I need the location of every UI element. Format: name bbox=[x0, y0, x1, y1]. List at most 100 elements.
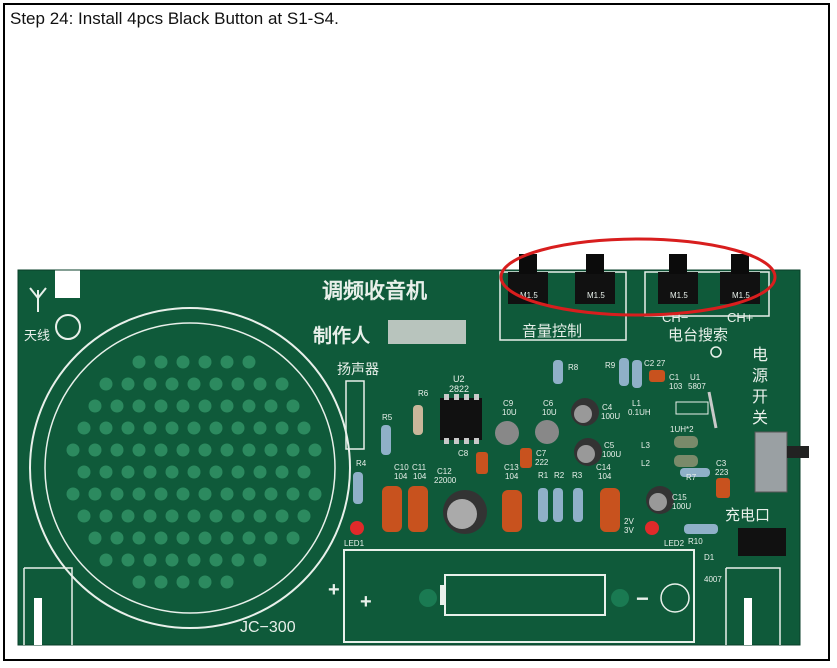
svg-text:104: 104 bbox=[394, 472, 408, 481]
speaker-hole bbox=[253, 465, 267, 479]
svg-text:22000: 22000 bbox=[434, 476, 457, 485]
svg-text:C14: C14 bbox=[596, 463, 611, 472]
speaker-hole bbox=[88, 399, 102, 413]
speaker-hole bbox=[88, 443, 102, 457]
speaker-hole bbox=[154, 399, 168, 413]
speaker-hole bbox=[66, 487, 80, 501]
svg-text:3V: 3V bbox=[624, 526, 634, 535]
speaker-hole bbox=[220, 487, 234, 501]
speaker-hole bbox=[286, 399, 300, 413]
speaker-hole bbox=[231, 465, 245, 479]
speaker-hole bbox=[220, 399, 234, 413]
svg-text:M1.5: M1.5 bbox=[670, 291, 688, 300]
speaker-hole bbox=[143, 509, 157, 523]
speaker-hole bbox=[264, 399, 278, 413]
svg-text:开: 开 bbox=[752, 387, 768, 406]
button-s3: M1.5 bbox=[658, 254, 698, 304]
speaker-hole bbox=[308, 487, 322, 501]
svg-text:源: 源 bbox=[752, 366, 768, 385]
speaker-hole bbox=[143, 553, 157, 567]
svg-text:1UH*2: 1UH*2 bbox=[670, 425, 694, 434]
speaker-hole bbox=[176, 443, 190, 457]
svg-text:R10: R10 bbox=[688, 537, 703, 546]
svg-text:2V: 2V bbox=[624, 517, 634, 526]
speaker-hole bbox=[132, 399, 146, 413]
button-s2: M1.5 bbox=[575, 254, 615, 304]
speaker-hole bbox=[187, 553, 201, 567]
speaker-hole bbox=[176, 531, 190, 545]
speaker-outline-inner bbox=[44, 322, 336, 614]
svg-text:R6: R6 bbox=[418, 389, 429, 398]
speaker-hole bbox=[121, 377, 135, 391]
charge-port bbox=[738, 528, 786, 556]
svg-text:C7: C7 bbox=[536, 449, 547, 458]
svg-text:M1.5: M1.5 bbox=[587, 291, 605, 300]
speaker-hole bbox=[275, 465, 289, 479]
speaker-hole bbox=[209, 421, 223, 435]
svg-text:C11: C11 bbox=[412, 463, 427, 472]
svg-text:C12: C12 bbox=[437, 467, 452, 476]
resistors bbox=[353, 358, 718, 534]
svg-text:C10: C10 bbox=[394, 463, 409, 472]
svg-text:+: + bbox=[328, 579, 340, 601]
power-switch bbox=[754, 431, 788, 493]
ic-u2 bbox=[440, 398, 482, 440]
svg-text:R5: R5 bbox=[382, 413, 393, 422]
speaker-hole bbox=[231, 377, 245, 391]
speaker-hole bbox=[154, 575, 168, 589]
svg-text:M1.5: M1.5 bbox=[520, 291, 538, 300]
speaker-hole bbox=[165, 377, 179, 391]
speaker-hole bbox=[99, 421, 113, 435]
speaker-hole bbox=[88, 531, 102, 545]
speaker-hole bbox=[308, 443, 322, 457]
speaker-hole bbox=[286, 531, 300, 545]
speaker-hole bbox=[132, 443, 146, 457]
speaker-hole bbox=[154, 443, 168, 457]
svg-text:C15: C15 bbox=[672, 493, 687, 502]
speaker-label: 扬声器 bbox=[337, 362, 379, 378]
svg-text:C3: C3 bbox=[716, 459, 727, 468]
model-label: JC−300 bbox=[240, 619, 296, 636]
speaker-hole bbox=[176, 355, 190, 369]
film-capacitors bbox=[382, 370, 730, 532]
speaker-hole bbox=[121, 509, 135, 523]
speaker-outline-outer bbox=[29, 307, 351, 629]
board-title: 调频收音机 bbox=[322, 279, 427, 303]
speaker-hole bbox=[143, 377, 157, 391]
svg-text:5807: 5807 bbox=[688, 382, 706, 391]
speaker-hole bbox=[242, 443, 256, 457]
speaker-hole bbox=[198, 575, 212, 589]
speaker-hole bbox=[187, 465, 201, 479]
speaker-hole bbox=[253, 553, 267, 567]
speaker-hole bbox=[220, 575, 234, 589]
svg-text:L3: L3 bbox=[641, 441, 650, 450]
svg-text:222: 222 bbox=[535, 458, 549, 467]
speaker-hole bbox=[275, 377, 289, 391]
electrolytic-capacitors bbox=[443, 398, 674, 534]
station-label: 电台搜索 bbox=[668, 326, 728, 344]
speaker-hole bbox=[220, 355, 234, 369]
svg-text:10U: 10U bbox=[542, 408, 557, 417]
svg-text:C9: C9 bbox=[503, 399, 514, 408]
svg-text:0.1UH: 0.1UH bbox=[628, 408, 651, 417]
speaker-hole bbox=[220, 531, 234, 545]
svg-text:D1: D1 bbox=[704, 553, 715, 562]
speaker-hole bbox=[286, 487, 300, 501]
speaker-hole bbox=[187, 377, 201, 391]
speaker-hole bbox=[165, 553, 179, 567]
svg-text:C4: C4 bbox=[602, 403, 613, 412]
speaker-hole bbox=[110, 399, 124, 413]
speaker-hole bbox=[110, 531, 124, 545]
svg-text:−: − bbox=[636, 586, 649, 611]
maker-name-box bbox=[388, 320, 466, 344]
svg-text:C13: C13 bbox=[504, 463, 519, 472]
speaker-hole bbox=[297, 465, 311, 479]
speaker-hole bbox=[132, 531, 146, 545]
svg-text:C2 27: C2 27 bbox=[644, 359, 666, 368]
speaker-hole bbox=[275, 421, 289, 435]
speaker-hole bbox=[242, 355, 256, 369]
antenna-label: 天线 bbox=[24, 329, 50, 344]
speaker-hole bbox=[187, 509, 201, 523]
speaker-hole bbox=[121, 465, 135, 479]
speaker-hole bbox=[231, 509, 245, 523]
